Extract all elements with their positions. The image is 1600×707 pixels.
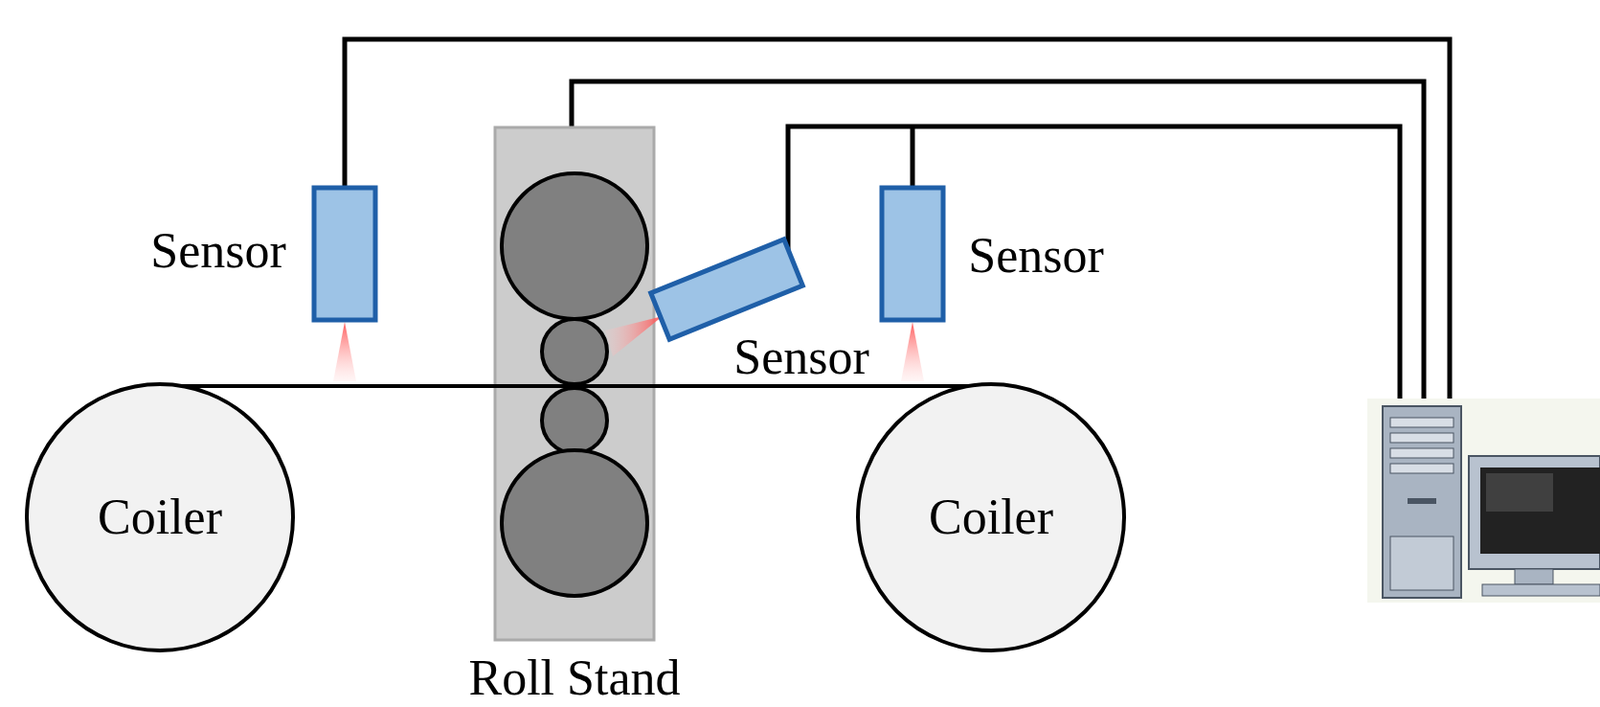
computer-icon [1367,398,1600,603]
node-label: Coiler [97,489,223,544]
sensor-body [314,187,376,320]
sensor-body [651,239,804,339]
node-label: Coiler [928,489,1054,544]
sensor-body [881,187,944,320]
roll-stand-housing [495,127,654,640]
node-label: Roll Stand [468,650,680,705]
sensor-beam [901,321,924,382]
roll-stand: Roll Stand [440,127,709,705]
sensor-label: Sensor [729,329,874,384]
sensor-label: Sensor [964,227,1108,283]
metal-strip [157,383,992,388]
coiler: Coiler [23,381,296,654]
coiler: Coiler [855,381,1127,654]
sensor-label: Sensor [146,223,291,278]
sensor-beam [605,315,663,357]
sensor-beam [333,321,357,382]
